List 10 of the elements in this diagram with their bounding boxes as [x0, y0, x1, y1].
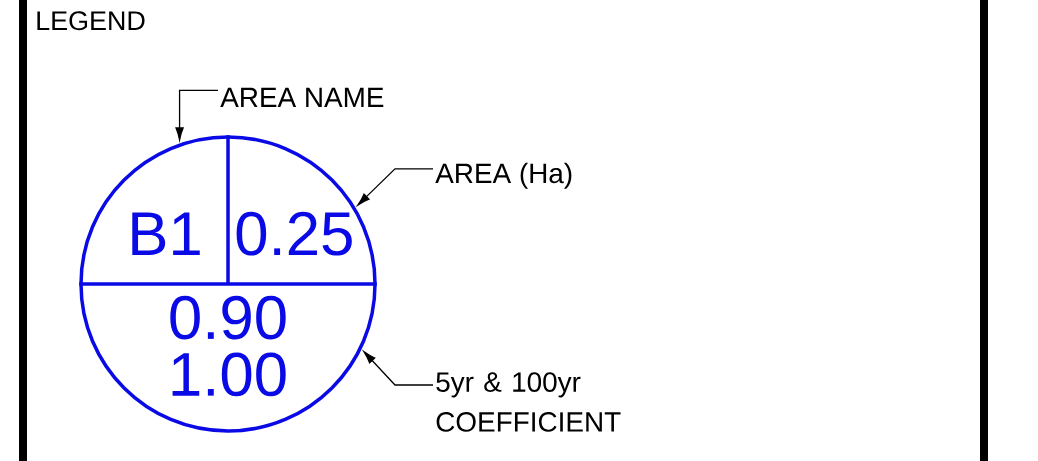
callout-text: AREA NAME — [220, 87, 384, 107]
legend-heading: LEGEND — [37, 11, 145, 31]
area-code: B1 — [132, 212, 200, 255]
leader-line — [363, 351, 434, 386]
leader-line — [175, 89, 219, 141]
callout-text: 5yr & 100yr COEFFICIENT — [436, 372, 621, 432]
leader-line — [357, 168, 434, 206]
area-value: 0.25 — [236, 211, 352, 256]
callout-text: AREA (Ha) — [435, 162, 572, 189]
coefficient-values: 0.90 1.00 — [170, 295, 286, 397]
